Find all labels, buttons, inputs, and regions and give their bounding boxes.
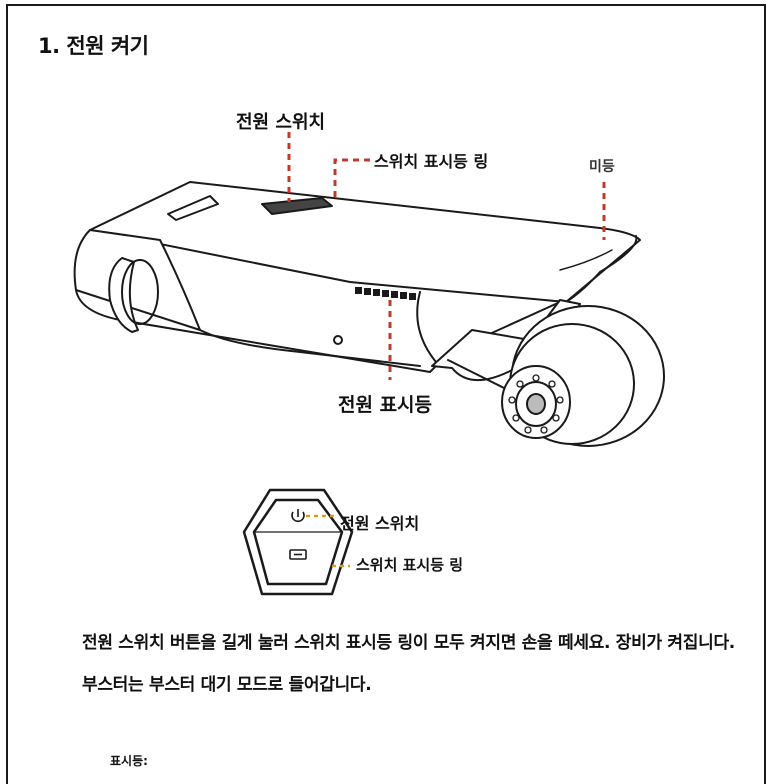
- label-switch-indicator-ring: 스위치 표시등 링: [374, 152, 489, 171]
- label-power-indicator: 전원 표시등: [338, 394, 433, 416]
- button-label-indicator-ring: 스위치 표시등 링: [356, 556, 464, 574]
- battery-icon: [289, 549, 307, 560]
- label-taillight: 미등: [589, 159, 615, 175]
- indicator-heading: 표시등:: [110, 754, 148, 768]
- power-icon: [291, 509, 305, 523]
- instruction-paragraph: 전원 스위치 버튼을 길게 눌러 스위치 표시등 링이 모두 켜지면 손을 떼세…: [82, 633, 735, 695]
- button-label-power-switch: 전원 스위치: [340, 514, 420, 533]
- label-power-switch: 전원 스위치: [236, 112, 326, 133]
- page-frame: [6, 4, 766, 784]
- power-button-closeup: [242, 488, 354, 596]
- section-title: 1. 전원 켜기: [38, 34, 149, 58]
